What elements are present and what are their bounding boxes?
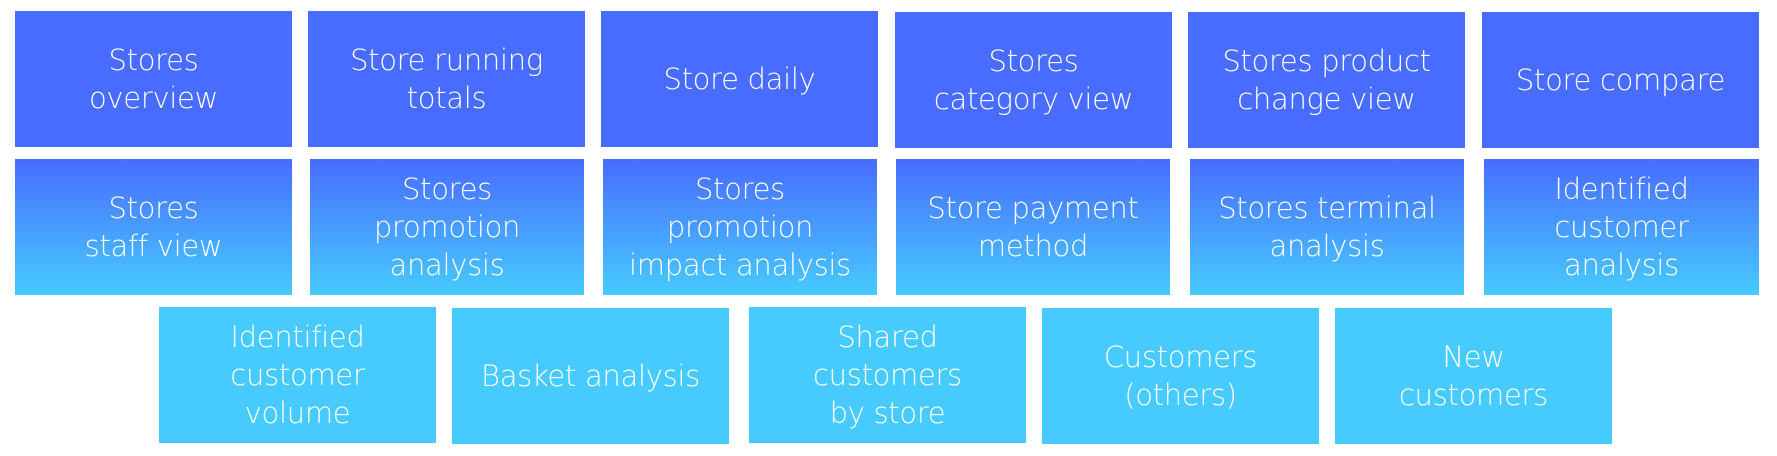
tile-label: Store running totals — [350, 43, 543, 115]
tile-stores-terminal-analysis[interactable]: Stores terminal analysis — [1190, 159, 1464, 295]
tile-label: Store daily — [663, 62, 816, 96]
tile-label: Shared customers by store — [813, 320, 962, 430]
tile-store-daily[interactable]: Store daily — [601, 11, 878, 147]
tile-store-payment-method[interactable]: Store payment method — [896, 159, 1170, 295]
tile-customers-others[interactable]: Customers (others) — [1042, 308, 1319, 444]
tile-basket-analysis[interactable]: Basket analysis — [452, 308, 729, 444]
tile-stores-promotion-analysis[interactable]: Stores promotion analysis — [310, 159, 584, 295]
tile-label: Store payment method — [927, 191, 1139, 263]
tile-identified-customer-volume[interactable]: Identified customer volume — [159, 307, 436, 443]
tile-label: Basket analysis — [481, 359, 700, 393]
tile-store-running-totals[interactable]: Store running totals — [308, 11, 585, 147]
tile-stores-staff-view[interactable]: Stores staff view — [15, 159, 292, 295]
tile-stores-product-change-view[interactable]: Stores product change view — [1188, 12, 1465, 148]
tile-label: Identified customer analysis — [1554, 172, 1689, 282]
tile-label: Store compare — [1515, 63, 1726, 97]
tile-label: Stores staff view — [84, 191, 223, 263]
tile-label: Stores category view — [933, 44, 1134, 116]
tile-identified-customer-analysis[interactable]: Identified customer analysis — [1484, 159, 1759, 295]
tile-label: Customers (others) — [1103, 340, 1258, 412]
tile-label: New customers — [1399, 340, 1548, 412]
tile-label: Stores overview — [88, 43, 219, 115]
tile-label: Stores terminal analysis — [1218, 191, 1436, 263]
tile-shared-customers-by-store[interactable]: Shared customers by store — [749, 307, 1026, 443]
tile-stores-category-view[interactable]: Stores category view — [895, 12, 1172, 148]
tile-label: Stores promotion impact analysis — [629, 172, 851, 282]
tile-stores-promotion-impact-analysis[interactable]: Stores promotion impact analysis — [603, 159, 877, 295]
tile-new-customers[interactable]: New customers — [1335, 308, 1612, 444]
tile-label: Identified customer volume — [230, 320, 365, 430]
tile-store-compare[interactable]: Store compare — [1482, 12, 1759, 148]
tile-label: Stores promotion analysis — [373, 172, 521, 282]
tile-label: Stores product change view — [1222, 44, 1431, 116]
tile-stores-overview[interactable]: Stores overview — [15, 11, 292, 147]
